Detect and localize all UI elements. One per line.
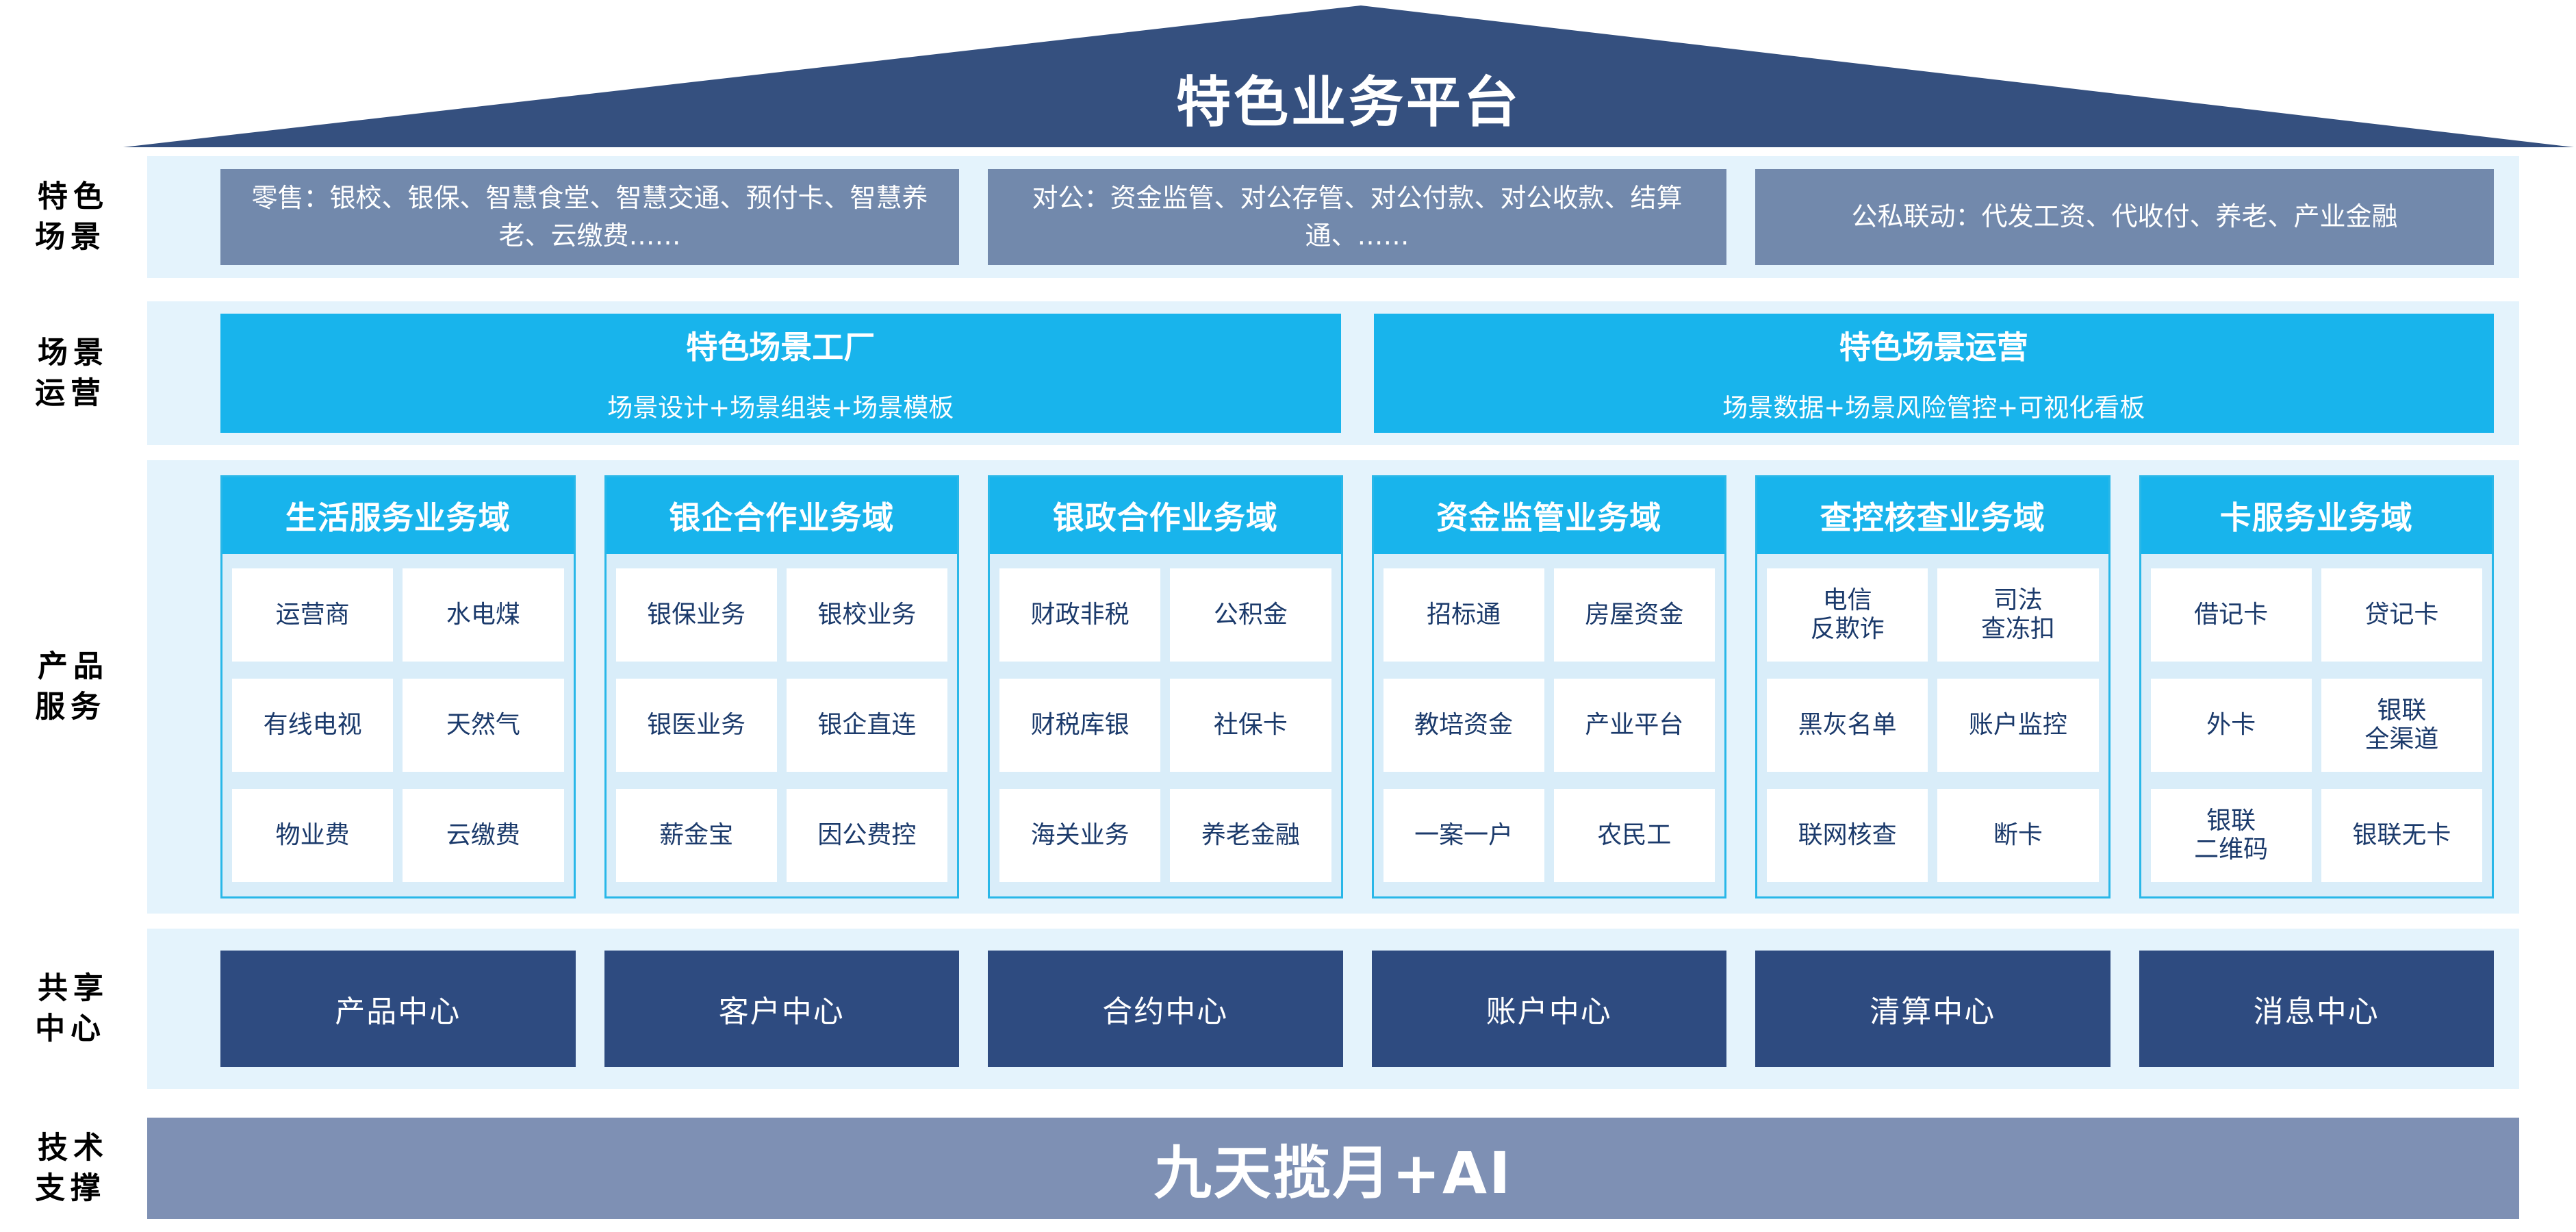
product-cell: 农民工: [1553, 789, 1715, 882]
scene-factory-subtitle: 场景设计+场景组装+场景模板: [607, 393, 954, 423]
shared-band: 产品中心 客户中心 合约中心 账户中心 清算中心 消息中心: [147, 929, 2519, 1089]
row-label-products: 产品 服务: [35, 649, 109, 725]
tech-support-bar: 九天揽月+AI: [147, 1118, 2519, 1219]
domain-column-bank-enterprise: 银企合作业务域 银保业务 银校业务 银医业务 银企直连 薪金宝 因公费控: [604, 475, 959, 898]
domain-header: 查控核查业务域: [1757, 477, 2108, 554]
scene-operation-title: 特色场景运营: [1839, 329, 2028, 366]
operation-band: 特色场景工厂 场景设计+场景组装+场景模板 特色场景运营 场景数据+场景风险管控…: [147, 301, 2519, 445]
product-cell: 公积金: [1170, 568, 1331, 662]
product-cell: 海关业务: [999, 789, 1161, 882]
domain-column-inquiry-control: 查控核查业务域 电信 反欺诈 司法 查冻扣 黑灰名单 账户监控 联网核查 断卡: [1755, 475, 2110, 898]
domain-header: 资金监管业务域: [1373, 477, 1724, 554]
product-cell: 养老金融: [1170, 789, 1331, 882]
domain-header: 生活服务业务域: [222, 477, 574, 554]
product-cell: 黑灰名单: [1767, 679, 1928, 772]
scene-operation-box: 特色场景运营 场景数据+场景风险管控+可视化看板: [1373, 314, 2494, 433]
center-box-account: 账户中心: [1371, 951, 1726, 1067]
row-label-tech: 技术 支撑: [35, 1130, 109, 1206]
product-cell: 联网核查: [1767, 789, 1928, 882]
product-cell: 账户监控: [1937, 679, 2099, 772]
product-cell: 云缴费: [403, 789, 564, 882]
product-cell: 外卡: [2150, 679, 2312, 772]
row-label-scene: 特色 场景: [35, 179, 109, 255]
product-cell: 银保业务: [615, 568, 777, 662]
scene-operation-subtitle: 场景数据+场景风险管控+可视化看板: [1722, 393, 2145, 423]
product-cell: 产业平台: [1553, 679, 1715, 772]
product-cell: 银医业务: [615, 679, 777, 772]
product-cell: 教培资金: [1383, 679, 1544, 772]
product-cell: 银校业务: [786, 568, 947, 662]
domain-column-fund-supervision: 资金监管业务域 招标通 房屋资金 教培资金 产业平台 一案一户 农民工: [1371, 475, 1726, 898]
row-label-operation: 场景 运营: [35, 335, 109, 411]
product-cell: 有线电视: [232, 679, 394, 772]
shared-band-inner: 产品中心 客户中心 合约中心 账户中心 清算中心 消息中心: [220, 929, 2494, 1089]
domain-column-card-services: 卡服务业务域 借记卡 贷记卡 外卡 银联 全渠道 银联 二维码 银联无卡: [2139, 475, 2494, 898]
center-box-customer: 客户中心: [604, 951, 959, 1067]
product-cell: 一案一户: [1383, 789, 1544, 882]
center-box-contract: 合约中心: [988, 951, 1343, 1067]
domain-cells: 电信 反欺诈 司法 查冻扣 黑灰名单 账户监控 联网核查 断卡: [1757, 554, 2108, 896]
center-box-product: 产品中心: [220, 951, 576, 1067]
domain-cells: 招标通 房屋资金 教培资金 产业平台 一案一户 农民工: [1374, 554, 1725, 896]
platform-title: 特色业务平台: [1176, 70, 1521, 134]
scene-box-public-private: 公私联动：代发工资、代收付、养老、产业金融: [1755, 169, 2494, 265]
product-cell: 房屋资金: [1553, 568, 1715, 662]
row-label-shared: 共享 中心: [35, 970, 109, 1046]
domain-cells: 财政非税 公积金 财税库银 社保卡 海关业务 养老金融: [990, 554, 1341, 896]
domain-header: 卡服务业务域: [2141, 477, 2492, 554]
domain-cells: 银保业务 银校业务 银医业务 银企直连 薪金宝 因公费控: [607, 554, 958, 896]
scene-box-retail: 零售：银校、银保、智慧食堂、智慧交通、预付卡、智慧养老、云缴费……: [220, 169, 959, 265]
product-cell: 银联无卡: [2321, 789, 2482, 882]
product-cell: 运营商: [232, 568, 394, 662]
product-cell: 电信 反欺诈: [1767, 568, 1928, 662]
product-cell: 贷记卡: [2321, 568, 2482, 662]
product-cell: 银联 二维码: [2150, 789, 2312, 882]
product-cell: 司法 查冻扣: [1937, 568, 2099, 662]
scene-band-inner: 零售：银校、银保、智慧食堂、智慧交通、预付卡、智慧养老、云缴费…… 对公：资金监…: [220, 156, 2494, 278]
product-cell: 薪金宝: [615, 789, 777, 882]
product-cell: 断卡: [1937, 789, 2099, 882]
domain-cells: 运营商 水电煤 有线电视 天然气 物业费 云缴费: [222, 554, 574, 896]
product-cell: 银联 全渠道: [2321, 679, 2482, 772]
scene-band: 零售：银校、银保、智慧食堂、智慧交通、预付卡、智慧养老、云缴费…… 对公：资金监…: [147, 156, 2519, 278]
product-cell: 财政非税: [999, 568, 1161, 662]
product-cell: 社保卡: [1170, 679, 1331, 772]
scene-factory-box: 特色场景工厂 场景设计+场景组装+场景模板: [220, 314, 1341, 433]
platform-roof: 特色业务平台: [123, 5, 2574, 147]
product-cell: 水电煤: [403, 568, 564, 662]
products-band: 生活服务业务域 运营商 水电煤 有线电视 天然气 物业费 云缴费 银企合作业务域…: [147, 460, 2519, 914]
domain-cells: 借记卡 贷记卡 外卡 银联 全渠道 银联 二维码 银联无卡: [2141, 554, 2492, 896]
product-cell: 借记卡: [2150, 568, 2312, 662]
domain-column-bank-government: 银政合作业务域 财政非税 公积金 财税库银 社保卡 海关业务 养老金融: [988, 475, 1343, 898]
product-cell: 天然气: [403, 679, 564, 772]
products-band-inner: 生活服务业务域 运营商 水电煤 有线电视 天然气 物业费 云缴费 银企合作业务域…: [220, 475, 2494, 898]
product-cell: 银企直连: [786, 679, 947, 772]
center-box-settlement: 清算中心: [1755, 951, 2110, 1067]
product-cell: 财税库银: [999, 679, 1161, 772]
domain-column-life-services: 生活服务业务域 运营商 水电煤 有线电视 天然气 物业费 云缴费: [220, 475, 576, 898]
product-cell: 招标通: [1383, 568, 1544, 662]
product-cell: 因公费控: [786, 789, 947, 882]
scene-box-corporate: 对公：资金监管、对公存管、对公付款、对公收款、结算通、……: [988, 169, 1726, 265]
operation-band-inner: 特色场景工厂 场景设计+场景组装+场景模板 特色场景运营 场景数据+场景风险管控…: [220, 301, 2494, 445]
center-box-message: 消息中心: [2139, 951, 2494, 1067]
domain-header: 银政合作业务域: [990, 477, 1341, 554]
domain-header: 银企合作业务域: [606, 477, 957, 554]
product-cell: 物业费: [232, 789, 394, 882]
scene-factory-title: 特色场景工厂: [686, 329, 876, 366]
